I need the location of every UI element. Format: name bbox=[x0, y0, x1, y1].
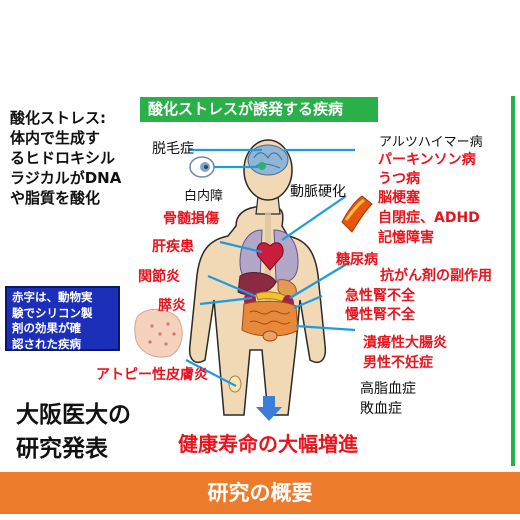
footer-banner: 研究の概要 bbox=[0, 472, 520, 514]
definition-line: 酸化ストレス: bbox=[10, 109, 106, 127]
label-memory-impairment: 記憶障害 bbox=[378, 230, 434, 246]
note-line: 剤の効果が確 bbox=[12, 321, 81, 335]
intestines bbox=[241, 300, 299, 337]
label-sepsis: 敗血症 bbox=[360, 401, 402, 417]
knee-joint bbox=[228, 375, 242, 393]
heart bbox=[256, 242, 284, 271]
pointer-pancreas bbox=[199, 296, 253, 306]
label-alzheimer: アルツハイマー病 bbox=[379, 135, 483, 150]
diseases-header: 酸化ストレスが誘発する疾病 bbox=[140, 97, 378, 122]
brain-highlight bbox=[258, 162, 266, 170]
note-line: 認された疾病 bbox=[12, 336, 81, 351]
label-arteriosclerosis: 動脈硬化 bbox=[290, 184, 346, 200]
osaka-medical-research-title: 大阪医大の 研究発表 bbox=[16, 398, 131, 466]
label-autism-adhd: 自閉症、ADHD bbox=[378, 210, 480, 226]
spine bbox=[265, 212, 271, 332]
osaka-line-1: 大阪医大の bbox=[16, 402, 131, 428]
pointer-diabetes bbox=[289, 261, 351, 299]
label-cataract: 白内障 bbox=[184, 189, 224, 204]
definition-line: や脂質を酸化 bbox=[10, 189, 101, 207]
pointer-atopic bbox=[185, 359, 237, 387]
label-bone-marrow: 骨髄損傷 bbox=[163, 211, 219, 227]
label-pancreatitis: 膵炎 bbox=[158, 298, 186, 314]
note-line: 赤字は、動物実 bbox=[12, 290, 93, 304]
note-line: 験でシリコン製 bbox=[12, 305, 93, 320]
down-arrow-icon bbox=[256, 396, 282, 421]
label-atopic-dermatitis: アトピー性皮膚炎 bbox=[96, 367, 208, 383]
osaka-line-2: 研究発表 bbox=[16, 436, 108, 462]
definition-line: ラジカルがDNA bbox=[10, 169, 122, 187]
bladder bbox=[262, 330, 278, 342]
oxidative-stress-definition: 酸化ストレス: 体内で生成す るヒドロキシル ラジカルがDNA や脂質を酸化 bbox=[10, 108, 142, 208]
artery-icon bbox=[341, 195, 373, 233]
skin-patch-icon bbox=[134, 309, 183, 358]
definition-line: るヒドロキシル bbox=[10, 149, 116, 167]
label-acute-renal-failure: 急性腎不全 bbox=[345, 288, 415, 304]
pointer-liver bbox=[219, 240, 263, 254]
label-liver-disease: 肝疾患 bbox=[152, 239, 194, 255]
label-hyperlipidemia: 高脂血症 bbox=[360, 381, 416, 397]
label-cerebral-infarction: 脳梗塞 bbox=[378, 190, 420, 206]
pointer-arthritis bbox=[207, 274, 256, 298]
green-divider bbox=[511, 96, 515, 466]
eye-icon bbox=[189, 156, 215, 178]
pointer-lines bbox=[185, 148, 356, 387]
label-arthritis: 関節炎 bbox=[138, 269, 180, 285]
label-chronic-renal-failure: 慢性腎不全 bbox=[345, 307, 415, 323]
label-anticancer-side-effects: 抗がん剤の副作用 bbox=[380, 268, 492, 284]
pointer-colitis bbox=[295, 324, 356, 332]
label-hair-loss: 脱毛症 bbox=[152, 141, 194, 157]
label-depression: うつ病 bbox=[378, 171, 420, 187]
definition-line: 体内で生成す bbox=[10, 129, 101, 147]
red-text-legend-note: 赤字は、動物実 験でシリコン製 剤の効果が確 認された疾病 bbox=[5, 286, 120, 351]
pointer-artery bbox=[281, 195, 347, 241]
conclusion-text: 健康寿命の大幅増進 bbox=[178, 432, 358, 456]
label-male-infertility: 男性不妊症 bbox=[363, 355, 433, 371]
pointer-renal bbox=[293, 294, 323, 310]
label-diabetes: 糖尿病 bbox=[336, 252, 378, 268]
label-parkinson: パーキンソン病 bbox=[378, 152, 476, 168]
label-ulcerative-colitis: 潰瘍性大腸炎 bbox=[363, 335, 447, 351]
